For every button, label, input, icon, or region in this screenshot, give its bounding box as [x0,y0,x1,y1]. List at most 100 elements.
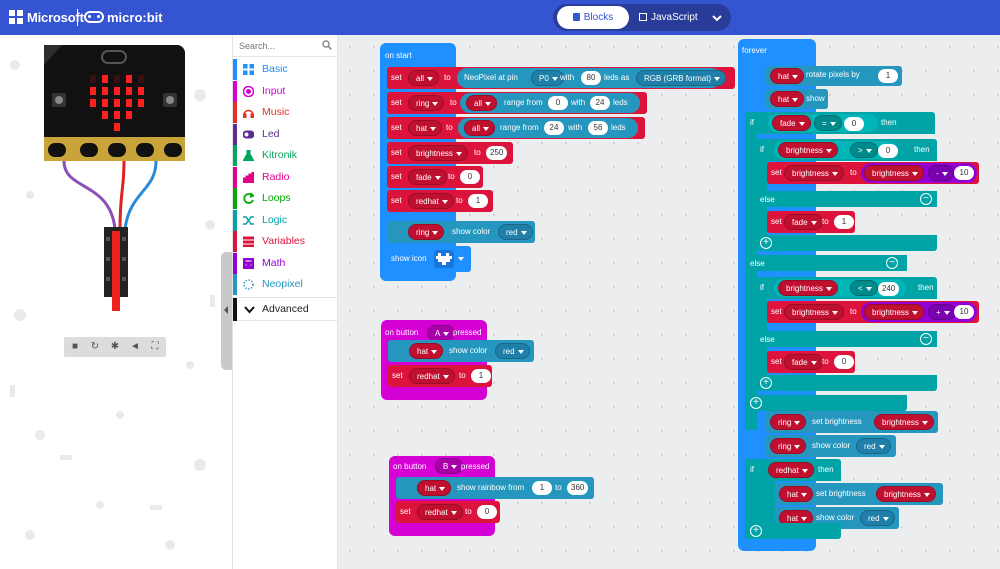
pin-dropdown[interactable]: P0 [531,70,564,86]
var-all-dropdown[interactable]: all [464,120,496,136]
color-red-dropdown[interactable]: red [495,343,530,359]
tab-blocks[interactable]: Blocks [557,6,629,29]
fullscreen-icon[interactable]: ⛶ [151,341,159,352]
lt-operator-dropdown[interactable]: < [850,280,878,296]
remove-else-icon[interactable]: − [920,333,932,345]
add-else-if-icon[interactable]: + [760,237,772,249]
var-brightness-dropdown[interactable]: brightness [864,165,924,181]
var-ring-dropdown[interactable]: ring [408,95,445,111]
var-brightness-dropdown[interactable]: brightness [876,486,936,502]
color-red-dropdown[interactable]: red [860,510,895,526]
var-hat-dropdown[interactable]: hat [770,68,805,84]
fade-compare-input[interactable]: 0 [844,117,864,131]
category-radio[interactable]: Radio [233,166,339,188]
var-redhat-dropdown[interactable]: redhat [768,462,814,478]
var-hat-dropdown[interactable]: hat [409,343,444,359]
search-input[interactable] [239,39,319,53]
microbit-board[interactable] [42,45,187,163]
add-else-if-icon[interactable]: + [750,397,762,409]
category-neopixel[interactable]: Neopixel [233,274,339,295]
brand-name[interactable]: Microsoft [27,10,84,25]
button-b-dropdown[interactable]: B [435,458,464,474]
equals-operator-dropdown[interactable]: = [814,115,842,131]
category-math[interactable]: Math [233,252,339,274]
var-brightness-dropdown[interactable]: brightness [784,304,844,320]
category-variables[interactable]: Variables [233,231,339,252]
redhat-value-input[interactable]: 0 [477,505,497,519]
color-red-dropdown[interactable]: red [856,438,891,454]
var-redhat-dropdown[interactable]: redhat [409,368,455,384]
collapse-simulator-button[interactable] [221,252,232,370]
on-start-block[interactable]: on start set all to NeoPixel at pin P0 w… [380,43,735,283]
rainbow-to-input[interactable]: 360 [567,481,589,495]
var-ring-dropdown[interactable]: ring [770,438,807,454]
category-input[interactable]: Input [233,80,339,102]
category-logic[interactable]: Logic [233,209,339,231]
blocks-workspace[interactable]: on start set all to NeoPixel at pin P0 w… [338,35,1000,569]
fade-value-input[interactable]: 0 [460,170,480,184]
tab-javascript[interactable]: JavaScript [639,6,709,29]
var-hat-dropdown[interactable]: hat [779,510,814,526]
format-dropdown[interactable]: RGB (GRB format) [636,70,727,86]
var-fade-dropdown[interactable]: fade [784,354,823,370]
on-button-a-block[interactable]: on button A pressed hat show color red s… [381,320,541,400]
brightness-compare-input[interactable]: 0 [878,144,898,158]
var-ring-dropdown[interactable]: ring [408,224,445,240]
stop-icon[interactable]: ■ [71,341,79,352]
category-led[interactable]: Led [233,123,339,145]
category-music[interactable]: Music [233,102,339,123]
fade-set-input[interactable]: 1 [834,215,854,229]
microsoft-logo-icon[interactable] [9,10,23,24]
on-button-b-block[interactable]: on button B pressed hat show rainbow fro… [389,456,599,536]
var-fade-dropdown[interactable]: fade [784,214,823,230]
category-basic[interactable]: Basic [233,59,339,80]
var-fade-dropdown[interactable]: fade [772,115,811,131]
minus-operator-dropdown[interactable]: - [928,165,954,181]
debug-icon[interactable]: ✱ [110,341,120,352]
var-all-dropdown[interactable]: all [408,70,440,86]
remove-else-icon[interactable]: − [920,193,932,205]
category-kitronik[interactable]: Kitronik [233,145,339,166]
restart-icon[interactable]: ↻ [90,341,100,352]
var-redhat-dropdown[interactable]: redhat [408,193,454,209]
redhat-value-input[interactable]: 1 [468,194,488,208]
microbit-logo-icon[interactable] [84,11,104,23]
product-name[interactable]: micro:bit [107,10,163,25]
hat-with-input[interactable]: 56 [588,121,608,135]
hat-from-input[interactable]: 24 [544,121,564,135]
rainbow-from-input[interactable]: 1 [532,481,552,495]
led-count-input[interactable]: 80 [581,71,601,85]
var-ring-dropdown[interactable]: ring [770,414,807,430]
var-brightness-dropdown[interactable]: brightness [778,142,838,158]
var-fade-dropdown[interactable]: fade [408,169,447,185]
var-hat-dropdown[interactable]: hat [779,486,814,502]
var-redhat-dropdown[interactable]: redhat [417,504,463,520]
mute-icon[interactable]: ◄ [130,341,140,352]
var-brightness-dropdown[interactable]: brightness [778,280,838,296]
category-loops[interactable]: Loops [233,188,339,209]
var-brightness-dropdown[interactable]: brightness [408,145,468,161]
var-all-dropdown[interactable]: all [466,95,498,111]
redhat-value-input[interactable]: 1 [471,369,491,383]
button-a-dropdown[interactable]: A [427,325,456,341]
icon-dropdown-arrow[interactable] [458,257,464,261]
heart-icon[interactable] [434,250,454,268]
rotate-value-input[interactable]: 1 [878,69,898,83]
ring-with-input[interactable]: 24 [590,96,610,110]
chevron-down-icon[interactable] [710,11,724,25]
brightness-max-input[interactable]: 240 [878,282,900,296]
remove-else-icon[interactable]: − [886,257,898,269]
var-brightness-dropdown[interactable]: brightness [784,165,844,181]
fade-set-input[interactable]: 0 [834,355,854,369]
var-hat-dropdown[interactable]: hat [417,480,452,496]
decrement-input[interactable]: 10 [954,166,974,180]
gt-operator-dropdown[interactable]: > [850,142,878,158]
add-else-if-icon[interactable]: + [760,377,772,389]
forever-block[interactable]: forever hat rotate pixels by 1 hat show … [738,39,983,553]
plus-operator-dropdown[interactable]: + [928,304,956,320]
brightness-value-input[interactable]: 250 [486,146,508,160]
add-else-icon[interactable]: + [750,525,762,537]
var-brightness-dropdown[interactable]: brightness [864,304,924,320]
var-brightness-dropdown[interactable]: brightness [874,414,934,430]
color-red-dropdown[interactable]: red [498,224,533,240]
